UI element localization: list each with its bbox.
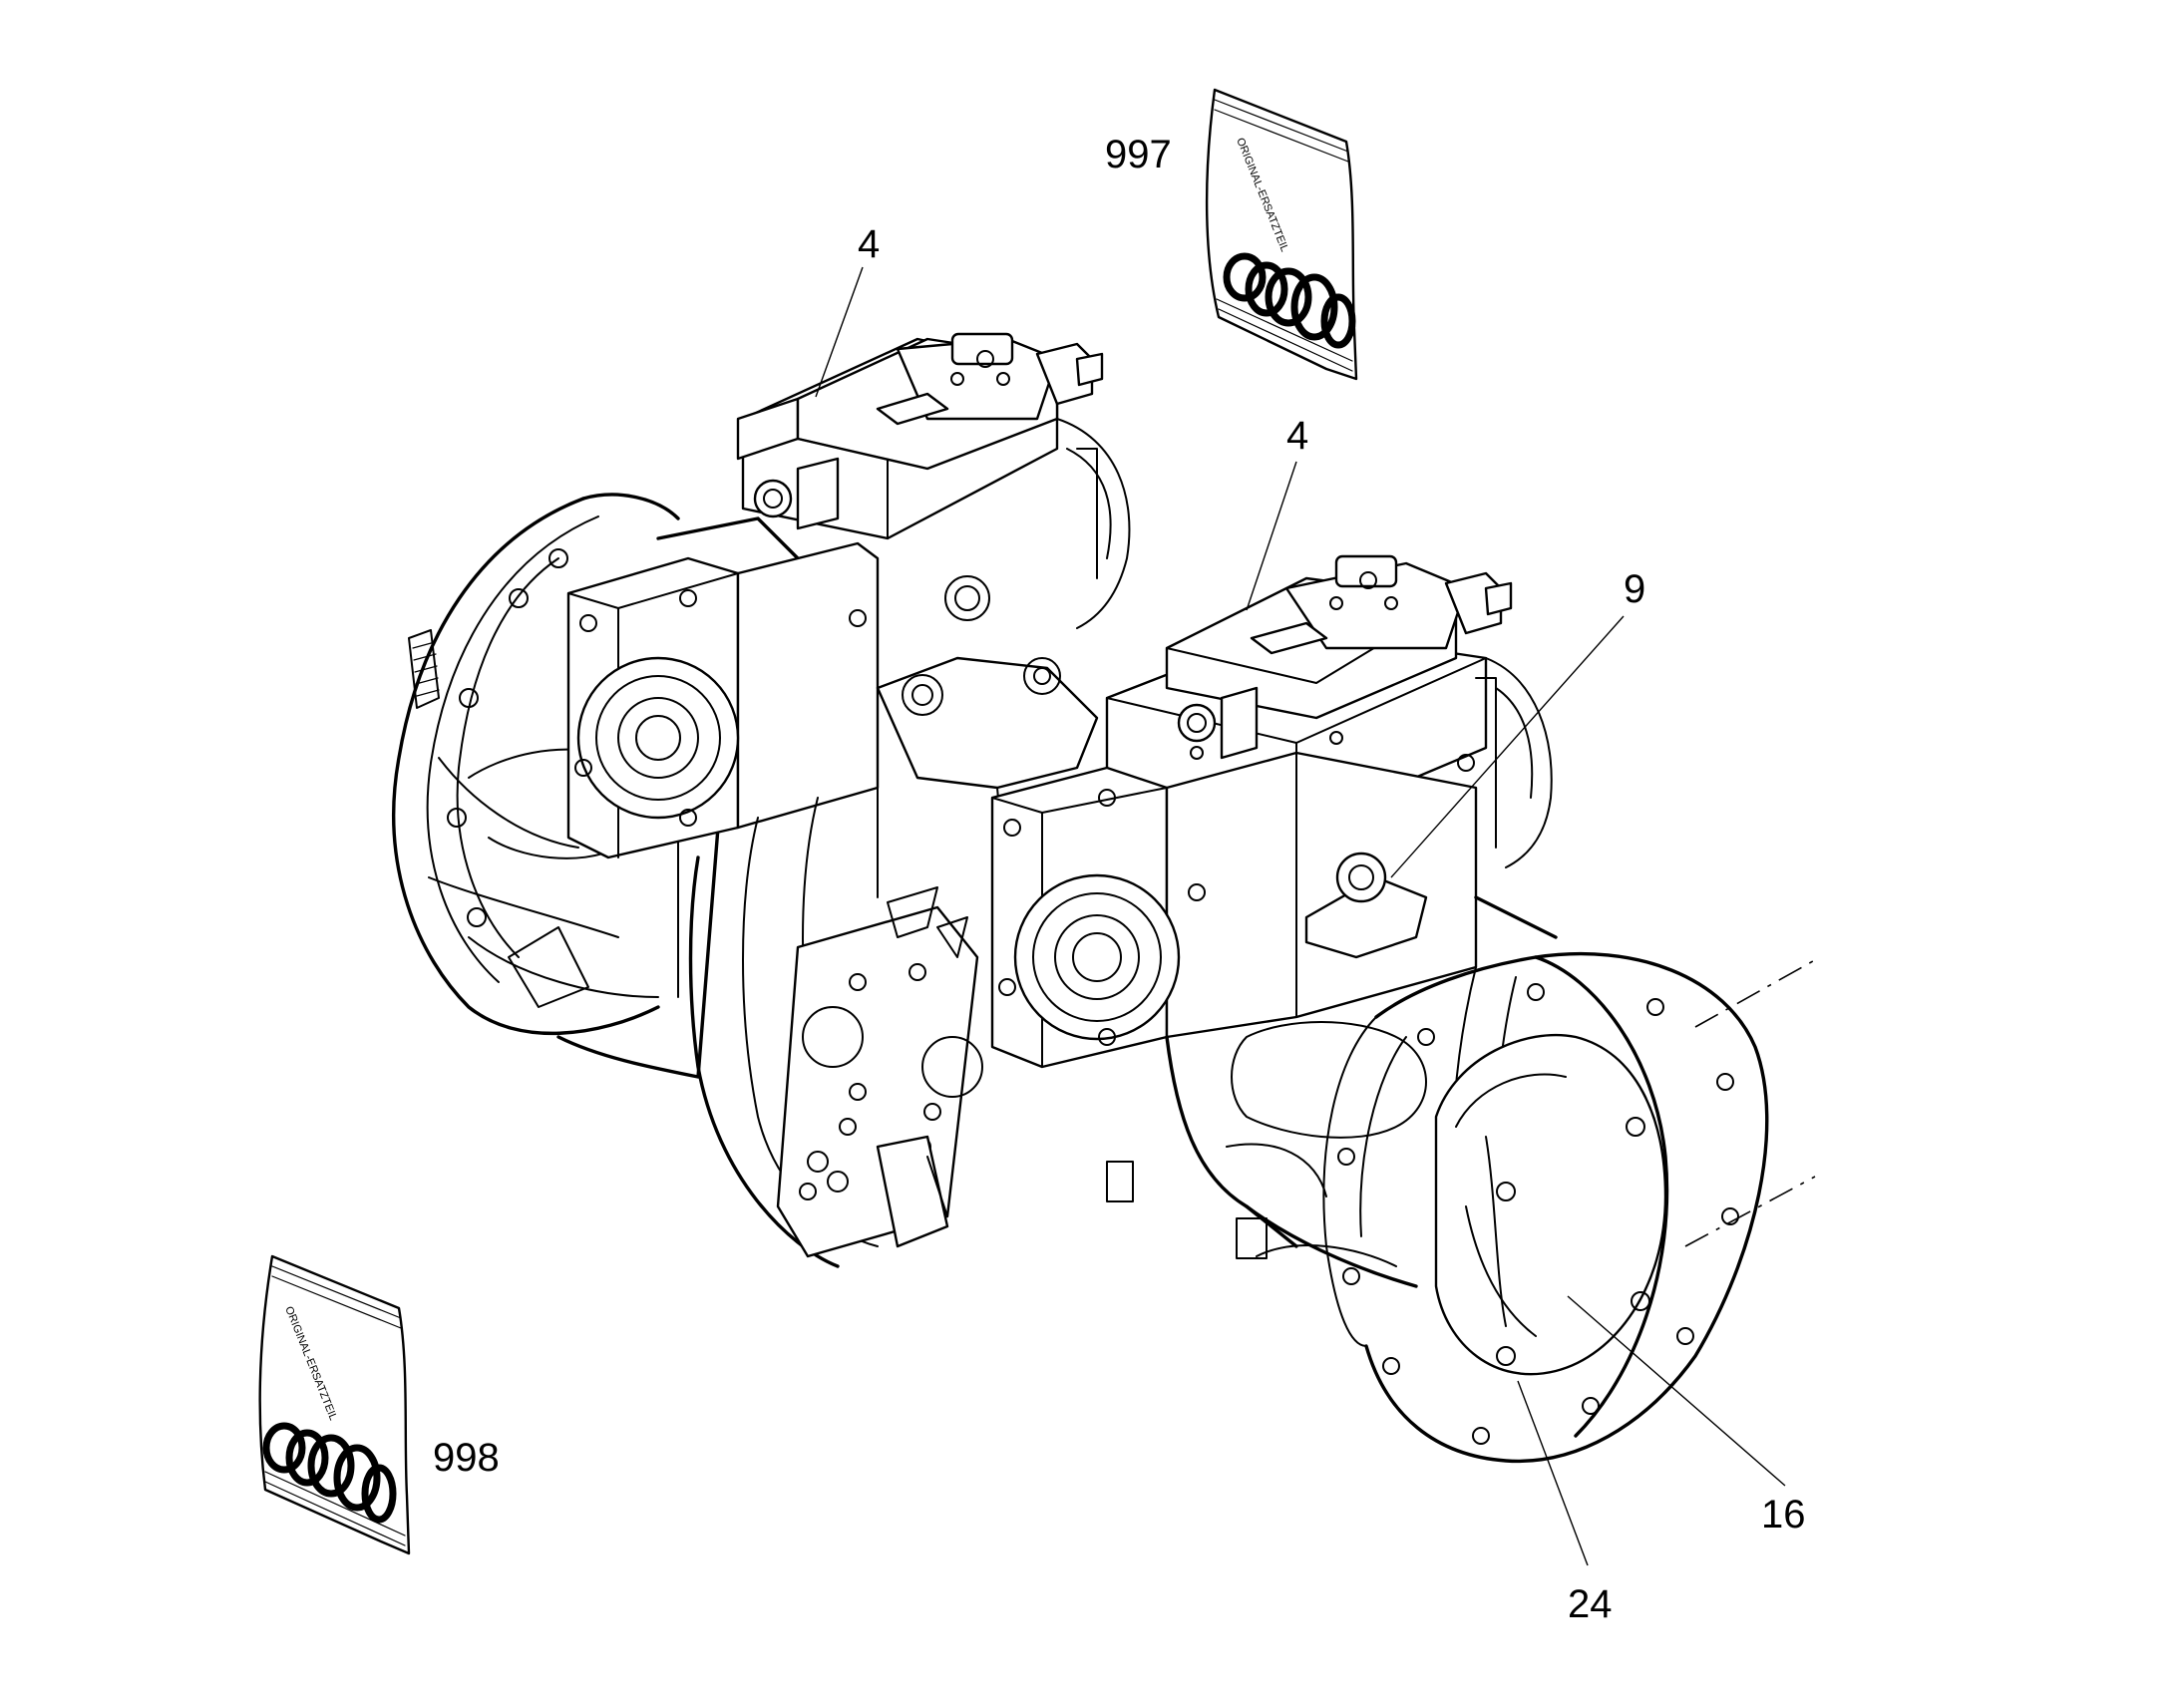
front-housing-side [1475,657,1553,868]
callout-997: 997 [1105,133,1172,176]
intermediate-housing [688,797,983,1268]
seal-kit-bag-997: ORIGINAL-ERSATZTEIL [1205,88,1358,381]
front-pump-head [990,751,1478,1069]
front-pump-housing [1106,895,1558,1288]
rear-pump-head [566,541,990,859]
center-port-block [876,656,1099,898]
callout-16: 16 [1761,1493,1806,1537]
callout-24: 24 [1568,1582,1613,1626]
callout-9: 9 [1624,567,1645,611]
seal-kit-bag-998: ORIGINAL-ERSATZTEIL [258,1254,411,1555]
tandem-hydraulic-pump-drawing [392,332,1821,1464]
callout-998: 998 [433,1436,500,1480]
speed-sensor [1304,852,1428,959]
callout-labels: 997 4 4 9 998 16 24 [433,133,1806,1626]
rear-housing-side [1056,418,1131,629]
rear-pump-regulator [736,332,1104,540]
callout-4-front-regulator: 4 [1286,414,1308,458]
callout-4-rear-regulator: 4 [858,222,880,266]
front-cover-flange [1322,951,1821,1464]
leader-lines [815,266,1786,1566]
drive-flange [392,493,680,1036]
